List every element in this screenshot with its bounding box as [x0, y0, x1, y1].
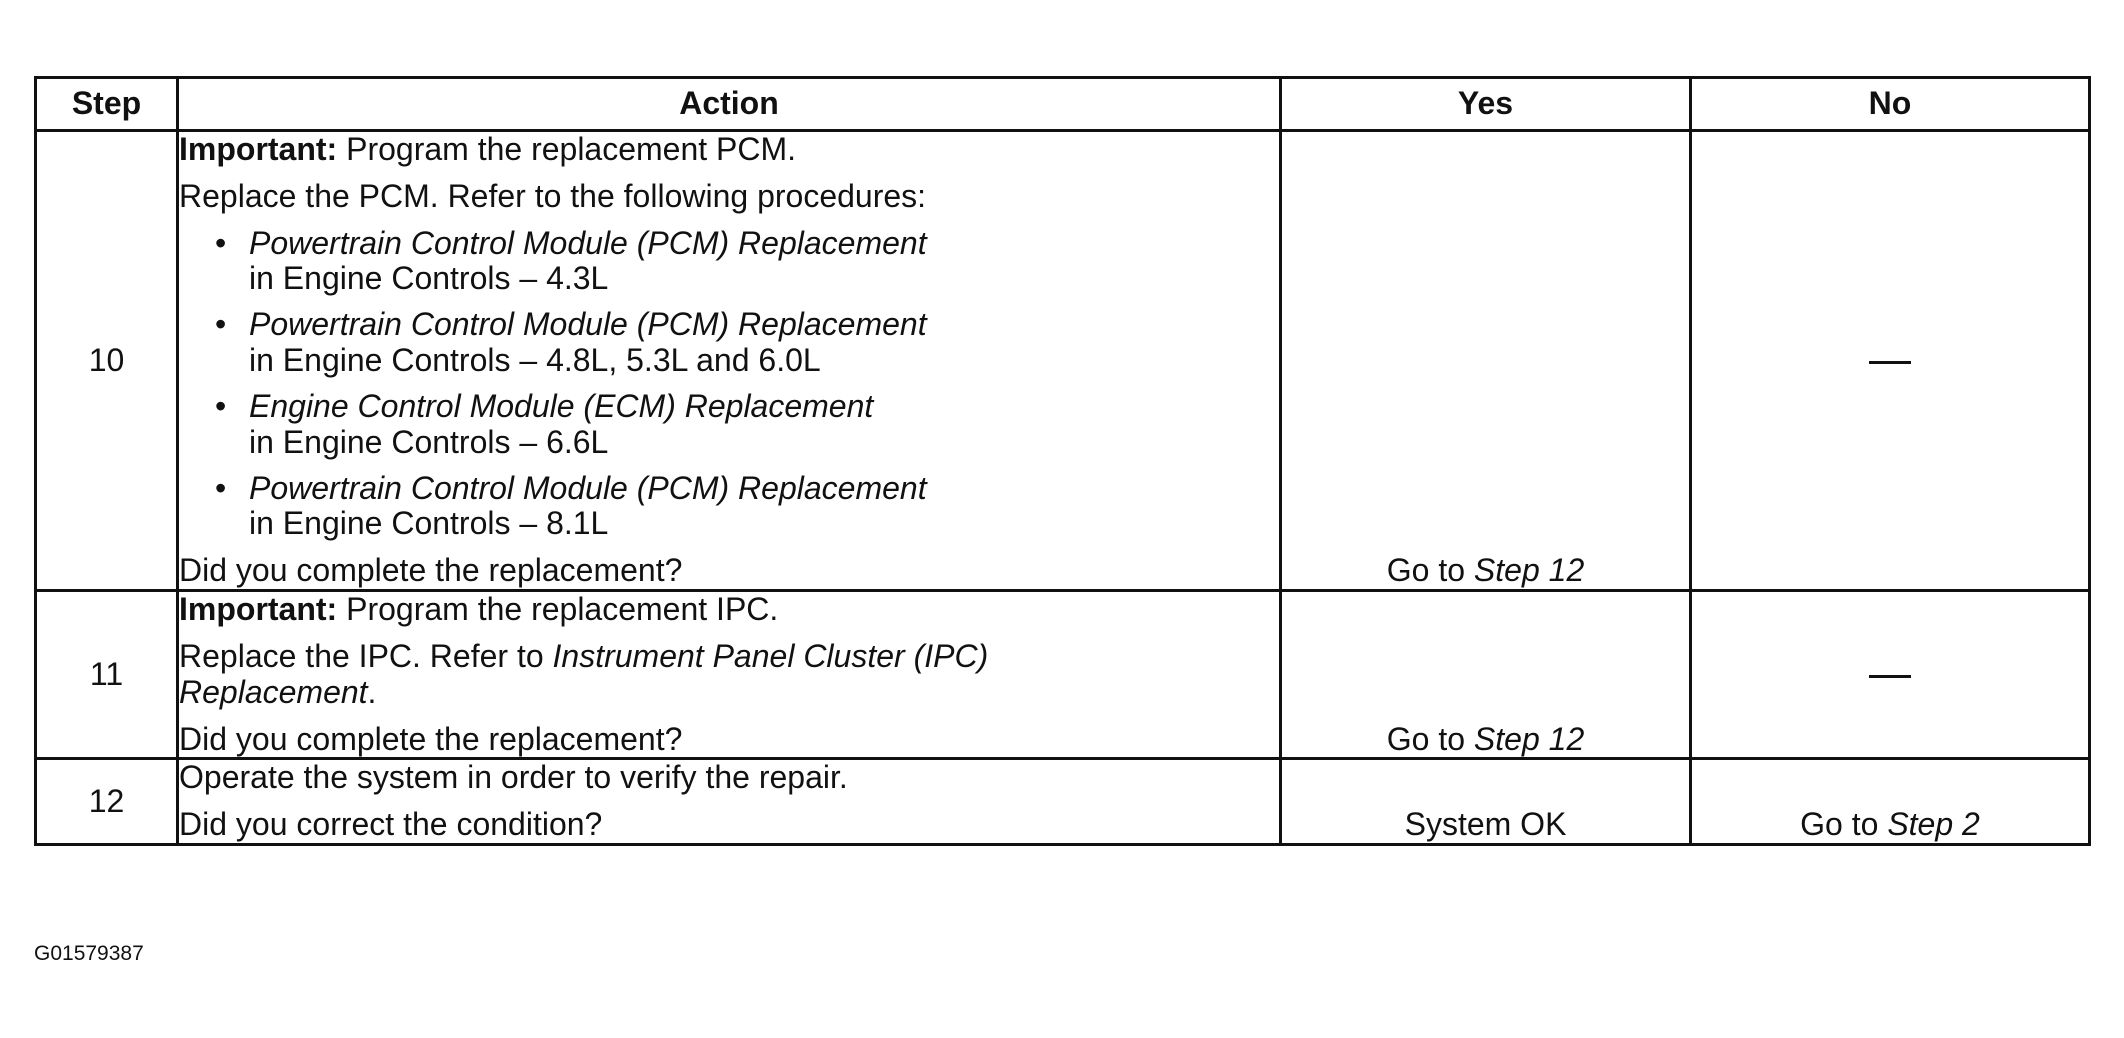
step-number: 12 [34, 757, 179, 847]
procedure-location: in Engine Controls – 4.3L [249, 260, 609, 297]
bullet-icon: • [215, 224, 227, 261]
procedure-link[interactable]: Instrument Panel Cluster (IPC) [552, 637, 989, 674]
refer-suffix: . [367, 673, 377, 710]
no-cell [1689, 589, 2091, 761]
procedure-link-continued[interactable]: Replacement [179, 673, 368, 710]
procedure-link[interactable]: Powertrain Control Module (PCM) Replacem… [249, 306, 927, 343]
list-item: • Powertrain Control Module (PCM) Replac… [179, 306, 1279, 379]
important-note: Important: Program the replacement PCM. [179, 131, 1279, 168]
header-step: Step [34, 76, 179, 132]
action-instruction: Operate the system in order to verify th… [179, 759, 848, 796]
header-row: Step Action Yes No [34, 76, 2091, 132]
action-question: Did you complete the replacement? [179, 720, 683, 757]
step-number: 10 [34, 128, 179, 593]
refer-prefix: Replace the IPC. Refer to [179, 637, 553, 674]
bullet-icon: • [215, 387, 227, 424]
procedure-list: • Powertrain Control Module (PCM) Replac… [179, 224, 1279, 543]
graphic-id: G01579387 [34, 942, 144, 965]
important-label: Important: [179, 591, 338, 628]
action-refer: Replace the IPC. Refer to Instrument Pan… [179, 637, 1279, 711]
no-prefix: Go to [1800, 806, 1888, 843]
yes-cell: Go to Step 12 [1279, 589, 1692, 761]
diagnostic-table-container: Step Action Yes No 10 Important: Program… [34, 76, 2091, 847]
list-item: • Powertrain Control Module (PCM) Replac… [179, 469, 1279, 543]
bullet-icon: • [215, 306, 227, 343]
yes-prefix: Go to [1386, 552, 1474, 589]
action-cell: Operate the system in order to verify th… [176, 757, 1282, 847]
diagnostic-table: Step Action Yes No 10 Important: Program… [34, 76, 2091, 847]
yes-cell: Go to Step 12 [1279, 128, 1692, 593]
important-label: Important: [179, 131, 338, 167]
procedure-location: in Engine Controls – 4.8L, 5.3L and 6.0L [249, 342, 821, 379]
no-cell: Go to Step 2 [1689, 757, 2091, 847]
action-intro: Replace the PCM. Refer to the following … [179, 177, 927, 214]
header-action: Action [176, 76, 1282, 132]
procedure-location: in Engine Controls – 8.1L [249, 505, 609, 542]
dash-icon [1869, 674, 1911, 678]
header-no: No [1689, 76, 2091, 132]
action-cell: Important: Program the replacement PCM. … [176, 128, 1282, 593]
yes-step-link[interactable]: Step 12 [1473, 720, 1585, 757]
no-cell [1689, 128, 2091, 593]
important-note: Important: Program the replacement IPC. [179, 591, 1279, 628]
no-step-link[interactable]: Step 2 [1887, 806, 1980, 843]
table-row-step-11: 11 Important: Program the replacement IP… [34, 589, 2091, 761]
important-text: Program the replacement PCM. [337, 131, 797, 167]
procedure-link[interactable]: Powertrain Control Module (PCM) Replacem… [249, 224, 927, 261]
list-item: • Powertrain Control Module (PCM) Replac… [179, 224, 1279, 298]
action-question: Did you complete the replacement? [179, 552, 683, 589]
table-row-step-12: 12 Operate the system in order to verify… [34, 757, 2091, 847]
procedure-location: in Engine Controls – 6.6L [249, 423, 609, 460]
action-cell: Important: Program the replacement IPC. … [176, 589, 1282, 761]
list-item: • Engine Control Module (ECM) Replacemen… [179, 387, 1279, 461]
table-row-step-10: 10 Important: Program the replacement PC… [34, 128, 2091, 593]
procedure-link[interactable]: Powertrain Control Module (PCM) Replacem… [249, 469, 927, 506]
dash-icon [1869, 360, 1911, 364]
yes-cell: System OK [1279, 757, 1692, 847]
procedure-link[interactable]: Engine Control Module (ECM) Replacement [249, 387, 874, 424]
yes-prefix: Go to [1386, 720, 1474, 757]
header-yes: Yes [1279, 76, 1692, 132]
step-number: 11 [34, 589, 179, 761]
important-text: Program the replacement IPC. [337, 591, 779, 628]
action-question: Did you correct the condition? [179, 806, 603, 843]
bullet-icon: • [215, 469, 227, 506]
yes-step-link[interactable]: Step 12 [1473, 552, 1585, 589]
